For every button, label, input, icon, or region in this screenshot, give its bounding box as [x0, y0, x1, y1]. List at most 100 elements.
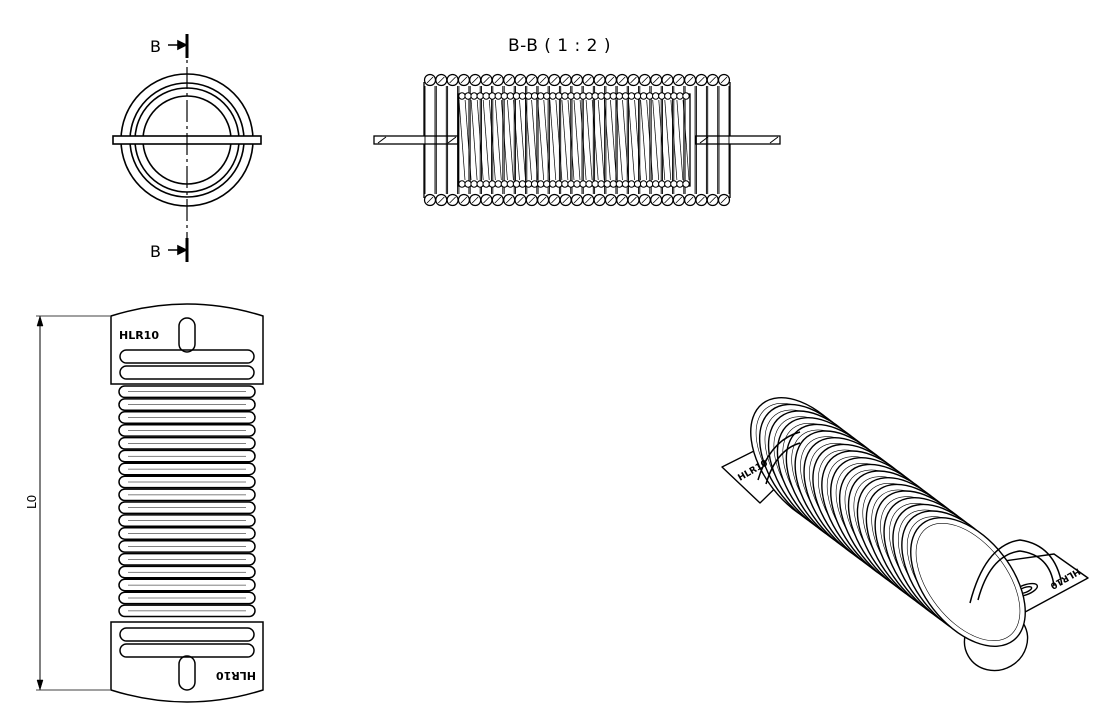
inner-wire-top [494, 92, 502, 100]
inner-coil-line [579, 99, 587, 181]
inner-wire-top [682, 92, 690, 100]
inner-wire-top [506, 92, 515, 100]
inner-coil-line [573, 99, 581, 181]
inner-coil-line [628, 99, 635, 181]
inner-coil-line [634, 99, 641, 181]
inner-coil-line [458, 99, 466, 181]
inner-wire-top [676, 92, 684, 100]
inner-wire-bottom [682, 180, 690, 188]
inner-wire-top [627, 92, 636, 100]
inner-wire-top [597, 92, 605, 100]
wire-hatch [573, 196, 581, 204]
inner-coil-line [603, 99, 611, 181]
inner-coil-line [555, 99, 563, 181]
inner-wire-top [470, 92, 478, 100]
wire-hatch [551, 196, 558, 204]
inner-coil-line [610, 99, 617, 181]
wire-hatch [426, 196, 434, 204]
wire-hatch [596, 196, 603, 204]
wire-hatch [438, 196, 445, 204]
wire-hatch [720, 196, 728, 204]
inner-wire-top [537, 92, 545, 100]
wire-hatch [426, 76, 434, 84]
inner-wire-bottom [567, 180, 575, 188]
inner-wire-bottom [458, 180, 466, 188]
inner-wire-top [567, 92, 575, 100]
wire-hatch [528, 76, 536, 84]
wire-hatch [630, 76, 637, 84]
wire-hatch [709, 76, 716, 84]
wire-hatch [562, 196, 569, 204]
inner-coil-line [670, 99, 678, 181]
end-view [112, 34, 262, 262]
wire-hatch [483, 196, 490, 204]
inner-coil-line [652, 99, 660, 181]
inner-wire-bottom [652, 180, 660, 188]
wire-hatch [573, 76, 581, 84]
inner-wire-top [585, 92, 593, 100]
inner-coil-line [682, 99, 690, 181]
inner-coil-line [537, 99, 545, 181]
inner-coil-line [519, 99, 526, 181]
inner-wire-top [530, 92, 539, 100]
inner-wire-bottom [470, 180, 478, 188]
iso-coil-turn-inner [915, 522, 1021, 642]
inner-coil-line [658, 99, 666, 181]
inner-wire-bottom [609, 180, 618, 188]
wire-hatch [630, 196, 637, 204]
wire-hatch [709, 196, 716, 204]
wire-hatch [664, 196, 671, 204]
wire-hatch [562, 76, 569, 84]
inner-wire-top [464, 92, 472, 100]
inner-coil-line [549, 99, 557, 181]
inner-wire-bottom [555, 180, 563, 188]
inner-coil-line [664, 99, 672, 181]
inner-coil-line [525, 99, 532, 181]
wire-hatch [539, 76, 547, 84]
inner-wire-top [664, 92, 672, 100]
inner-coil-line [567, 99, 575, 181]
inner-wire-bottom [639, 180, 648, 188]
wire-hatch [596, 76, 603, 84]
wire-hatch [460, 196, 468, 204]
inner-coil-line [597, 99, 605, 181]
inner-wire-bottom [543, 180, 551, 188]
inner-wire-top [639, 92, 648, 100]
section-label-bottom: B [150, 242, 161, 261]
wire-hatch [607, 196, 615, 204]
inner-wire-bottom [621, 180, 630, 188]
marking-bottom: HLR10 [216, 669, 256, 682]
front-view [36, 303, 264, 703]
wire-hatch [551, 76, 558, 84]
wire-hatch [618, 196, 626, 204]
wire-hatch [652, 196, 660, 204]
inner-wire-top [609, 92, 618, 100]
inner-wire-bottom [670, 180, 678, 188]
inner-wire-bottom [537, 180, 545, 188]
inner-wire-top [652, 92, 660, 100]
inner-wire-top [500, 92, 509, 100]
inner-coil-line [482, 99, 490, 181]
length-dimension-label: L0 [25, 495, 39, 509]
wire-hatch [449, 196, 456, 204]
inner-coil-line [507, 99, 514, 181]
wire-hatch [517, 76, 524, 84]
wire-hatch [438, 76, 445, 84]
inner-wire-top [658, 92, 666, 100]
section-coil-turns [423, 73, 731, 207]
inner-coil-line [531, 99, 538, 181]
wire-hatch [664, 76, 671, 84]
wire-hatch [585, 196, 592, 204]
inner-wire-bottom [658, 180, 666, 188]
wire-hatch [675, 196, 683, 204]
inner-wire-top [524, 92, 533, 100]
wire-hatch [686, 76, 694, 84]
inner-wire-top [482, 92, 490, 100]
inner-coil-line [622, 99, 629, 181]
wire-hatch [483, 76, 490, 84]
inner-wire-bottom [615, 180, 624, 188]
inner-coil-line [476, 99, 484, 181]
inner-wire-bottom [646, 180, 654, 188]
inner-wire-top [458, 92, 466, 100]
inner-wire-bottom [524, 180, 533, 188]
